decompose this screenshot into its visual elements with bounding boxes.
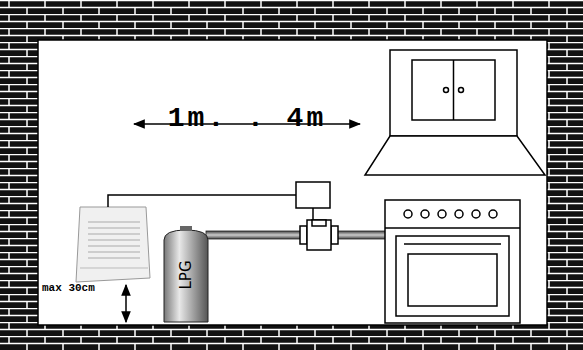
cylinder-label: LPG [177,260,195,289]
solenoid-valve [296,182,338,250]
lpg-cylinder: LPG [163,226,209,323]
distance-label: 1m. . 4m [168,103,326,134]
gas-detector [76,207,150,282]
height-label: max 30cm [42,282,95,294]
signal-wire [108,195,296,207]
height-arrow [125,285,127,322]
room-interior [38,40,547,325]
gas-pipe [206,231,386,239]
gas-oven [385,200,520,323]
wall-cabinet [365,50,545,175]
